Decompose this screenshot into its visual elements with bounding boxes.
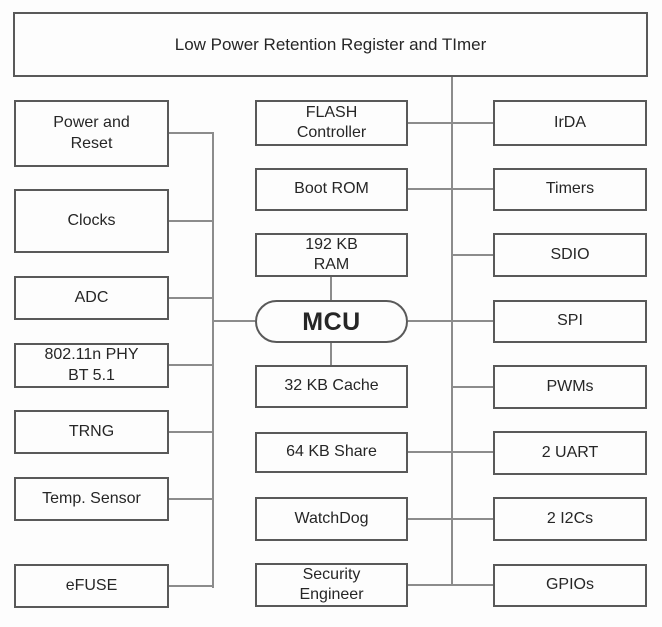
box-mcu: MCU bbox=[255, 300, 408, 343]
connector-ram-mcu bbox=[330, 277, 332, 300]
right-bus-line bbox=[451, 76, 453, 586]
box-irda: IrDA bbox=[493, 100, 647, 146]
connector-bootrom-timers bbox=[408, 188, 493, 190]
box-64kb-share: 64 KB Share bbox=[255, 432, 408, 473]
box-2-i2cs: 2 I2Cs bbox=[493, 497, 647, 541]
connector-share-uart bbox=[408, 451, 493, 453]
connector-flash-irda bbox=[408, 122, 493, 124]
box-clocks: Clocks bbox=[14, 189, 169, 253]
connector-temp-sensor bbox=[169, 498, 213, 500]
box-80211n-phy-bt51: 802.11n PHY BT 5.1 bbox=[14, 343, 169, 388]
box-flash-controller: FLASH Controller bbox=[255, 100, 408, 146]
box-power-and-reset: Power and Reset bbox=[14, 100, 169, 167]
connector-adc bbox=[169, 297, 213, 299]
box-spi: SPI bbox=[493, 300, 647, 343]
box-boot-rom: Boot ROM bbox=[255, 168, 408, 211]
connector-phy-bt bbox=[169, 364, 213, 366]
connector-trng bbox=[169, 431, 213, 433]
box-low-power-retention-timer: Low Power Retention Register and TImer bbox=[13, 12, 648, 77]
connector-security-gpios bbox=[408, 584, 493, 586]
box-watchdog: WatchDog bbox=[255, 497, 408, 541]
connector-mcu-cache bbox=[330, 343, 332, 365]
box-sdio: SDIO bbox=[493, 233, 647, 277]
box-192kb-ram: 192 KB RAM bbox=[255, 233, 408, 277]
box-trng: TRNG bbox=[14, 410, 169, 454]
connector-bus-mcu-left bbox=[213, 320, 255, 322]
box-efuse: eFUSE bbox=[14, 564, 169, 608]
connector-power-reset bbox=[169, 132, 213, 134]
box-2-uart: 2 UART bbox=[493, 431, 647, 475]
box-gpios: GPIOs bbox=[493, 564, 647, 607]
box-32kb-cache: 32 KB Cache bbox=[255, 365, 408, 408]
left-bus-line bbox=[212, 132, 214, 588]
box-security-engineer: Security Engineer bbox=[255, 563, 408, 607]
connector-bus-sdio bbox=[452, 254, 493, 256]
box-temp-sensor: Temp. Sensor bbox=[14, 477, 169, 521]
connector-mcu-spi bbox=[408, 320, 493, 322]
connector-watchdog-i2cs bbox=[408, 518, 493, 520]
box-timers: Timers bbox=[493, 168, 647, 211]
box-pwms: PWMs bbox=[493, 365, 647, 409]
connector-efuse bbox=[169, 585, 213, 587]
box-adc: ADC bbox=[14, 276, 169, 320]
connector-bus-pwms bbox=[452, 386, 493, 388]
connector-clocks bbox=[169, 220, 213, 222]
